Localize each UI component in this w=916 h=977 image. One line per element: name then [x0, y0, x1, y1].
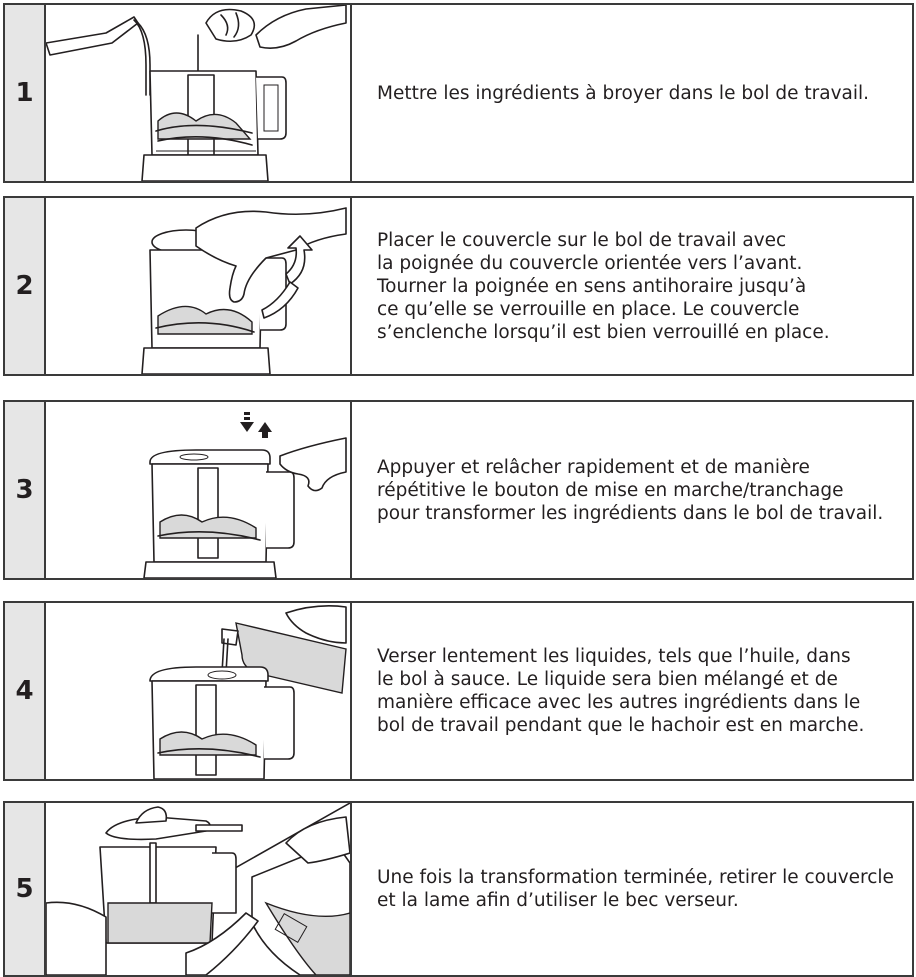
step-3-illustration	[46, 402, 352, 578]
step-instruction: Verser lentement les liquides, tels que …	[377, 646, 865, 736]
food-chopper-pouring-oil-icon	[149, 605, 347, 779]
step-4: 4 Verser lentement les liquides, tels qu…	[3, 601, 914, 781]
step-number: 4	[5, 603, 46, 779]
step-4-illustration	[46, 603, 352, 779]
step-5: 5 Une fois la transformation terminée, r…	[3, 801, 914, 977]
step-3: 3 Appuyer et relâcher rapidement et de m…	[3, 400, 914, 580]
press-arrows-icon	[240, 412, 272, 438]
step-number: 1	[5, 5, 46, 181]
step-2-illustration	[46, 198, 352, 374]
food-chopper-locking-lid-icon	[141, 207, 347, 374]
step-number: 3	[5, 402, 46, 578]
step-instruction: Appuyer et relâcher rapidement et de man…	[377, 456, 884, 524]
step-1: 1 Mettre les ingrédients à broyer dans l…	[3, 3, 914, 183]
step-instruction: Placer le couvercle sur le bol de travai…	[377, 229, 830, 343]
step-2: 2 Placer le couvercle sur le bol de trav…	[3, 196, 914, 376]
step-instruction: Mettre les ingrédients à broyer dans le …	[377, 82, 870, 104]
step-1-illustration	[46, 5, 352, 181]
food-chopper-adding-ingredients-icon	[46, 5, 347, 181]
food-chopper-using-spout-icon	[46, 803, 350, 975]
step-number: 5	[5, 803, 46, 975]
step-5-illustration	[46, 803, 352, 975]
food-chopper-pulse-button-icon	[143, 412, 347, 578]
step-instruction: Une fois la transformation terminée, ret…	[377, 867, 894, 911]
step-number: 2	[5, 198, 46, 374]
